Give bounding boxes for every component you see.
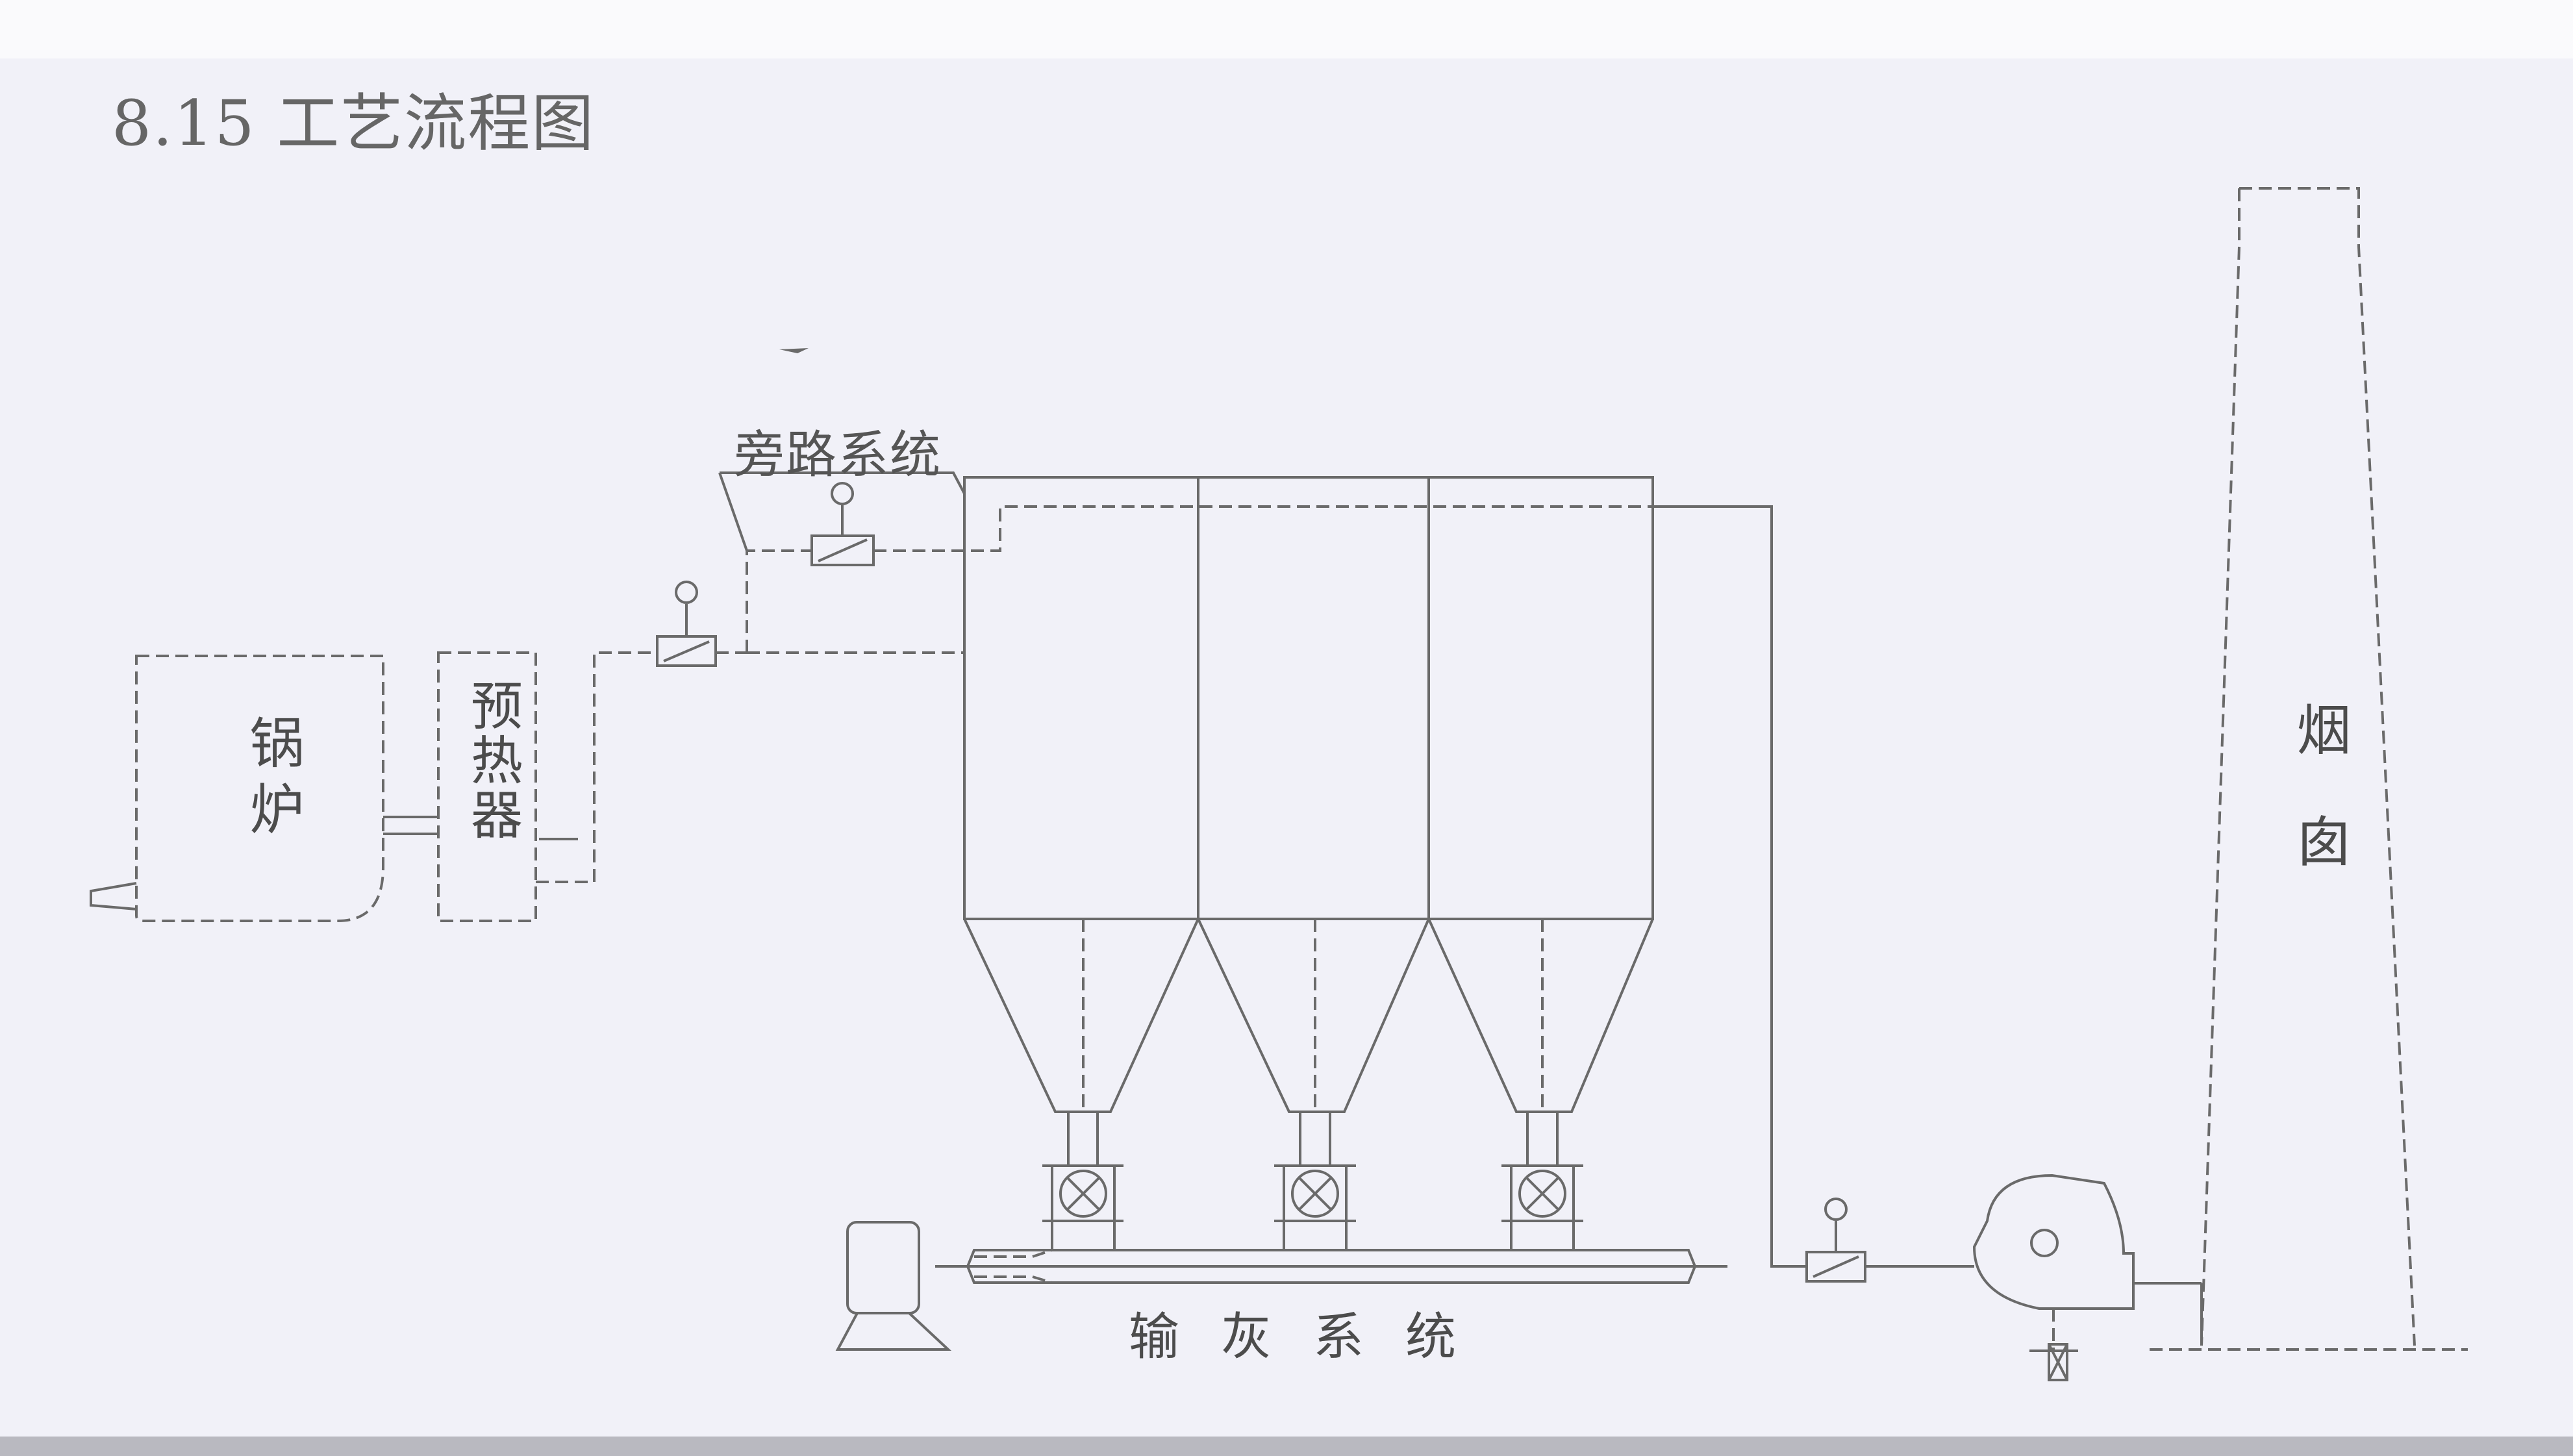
rotary-feeder-3 xyxy=(1501,1112,1583,1222)
boiler-label: 锅炉 xyxy=(241,714,305,847)
flue-duct-1 xyxy=(536,651,656,883)
conveying-blower xyxy=(835,1221,952,1351)
outlet-duct xyxy=(1653,505,1805,1268)
rotary-feeder-1 xyxy=(1042,1112,1123,1222)
page-title: 8.15 工艺流程图 xyxy=(112,87,596,160)
outlet-valve xyxy=(1805,1198,1866,1283)
bypass-valve xyxy=(810,482,875,566)
scan-bottom-band xyxy=(0,1437,2573,1456)
inlet-valve xyxy=(656,581,717,667)
chimney xyxy=(2150,187,2468,1351)
ash-conveying-pipe xyxy=(935,1221,1727,1284)
bypass-label: 旁路系统 xyxy=(734,426,942,484)
boiler-preheater-pipe xyxy=(383,816,438,835)
bypass-hood xyxy=(718,471,966,551)
chimney-label: 烟囱 xyxy=(2288,701,2352,925)
bypass-branch-up xyxy=(746,549,812,653)
rotary-feeder-2 xyxy=(1274,1112,1356,1222)
scan-speck xyxy=(779,348,809,353)
ash-conveying-label: 输灰系统 xyxy=(1129,1308,1498,1366)
preheater-unit xyxy=(437,651,537,922)
preheater-label: 预热器 xyxy=(462,679,523,842)
boiler-unit xyxy=(90,655,384,922)
bypass-duct xyxy=(873,505,1653,552)
induced-draft-fan xyxy=(1972,1174,2203,1381)
dust-collector xyxy=(963,476,1654,1113)
scan-top-band xyxy=(0,0,2573,58)
